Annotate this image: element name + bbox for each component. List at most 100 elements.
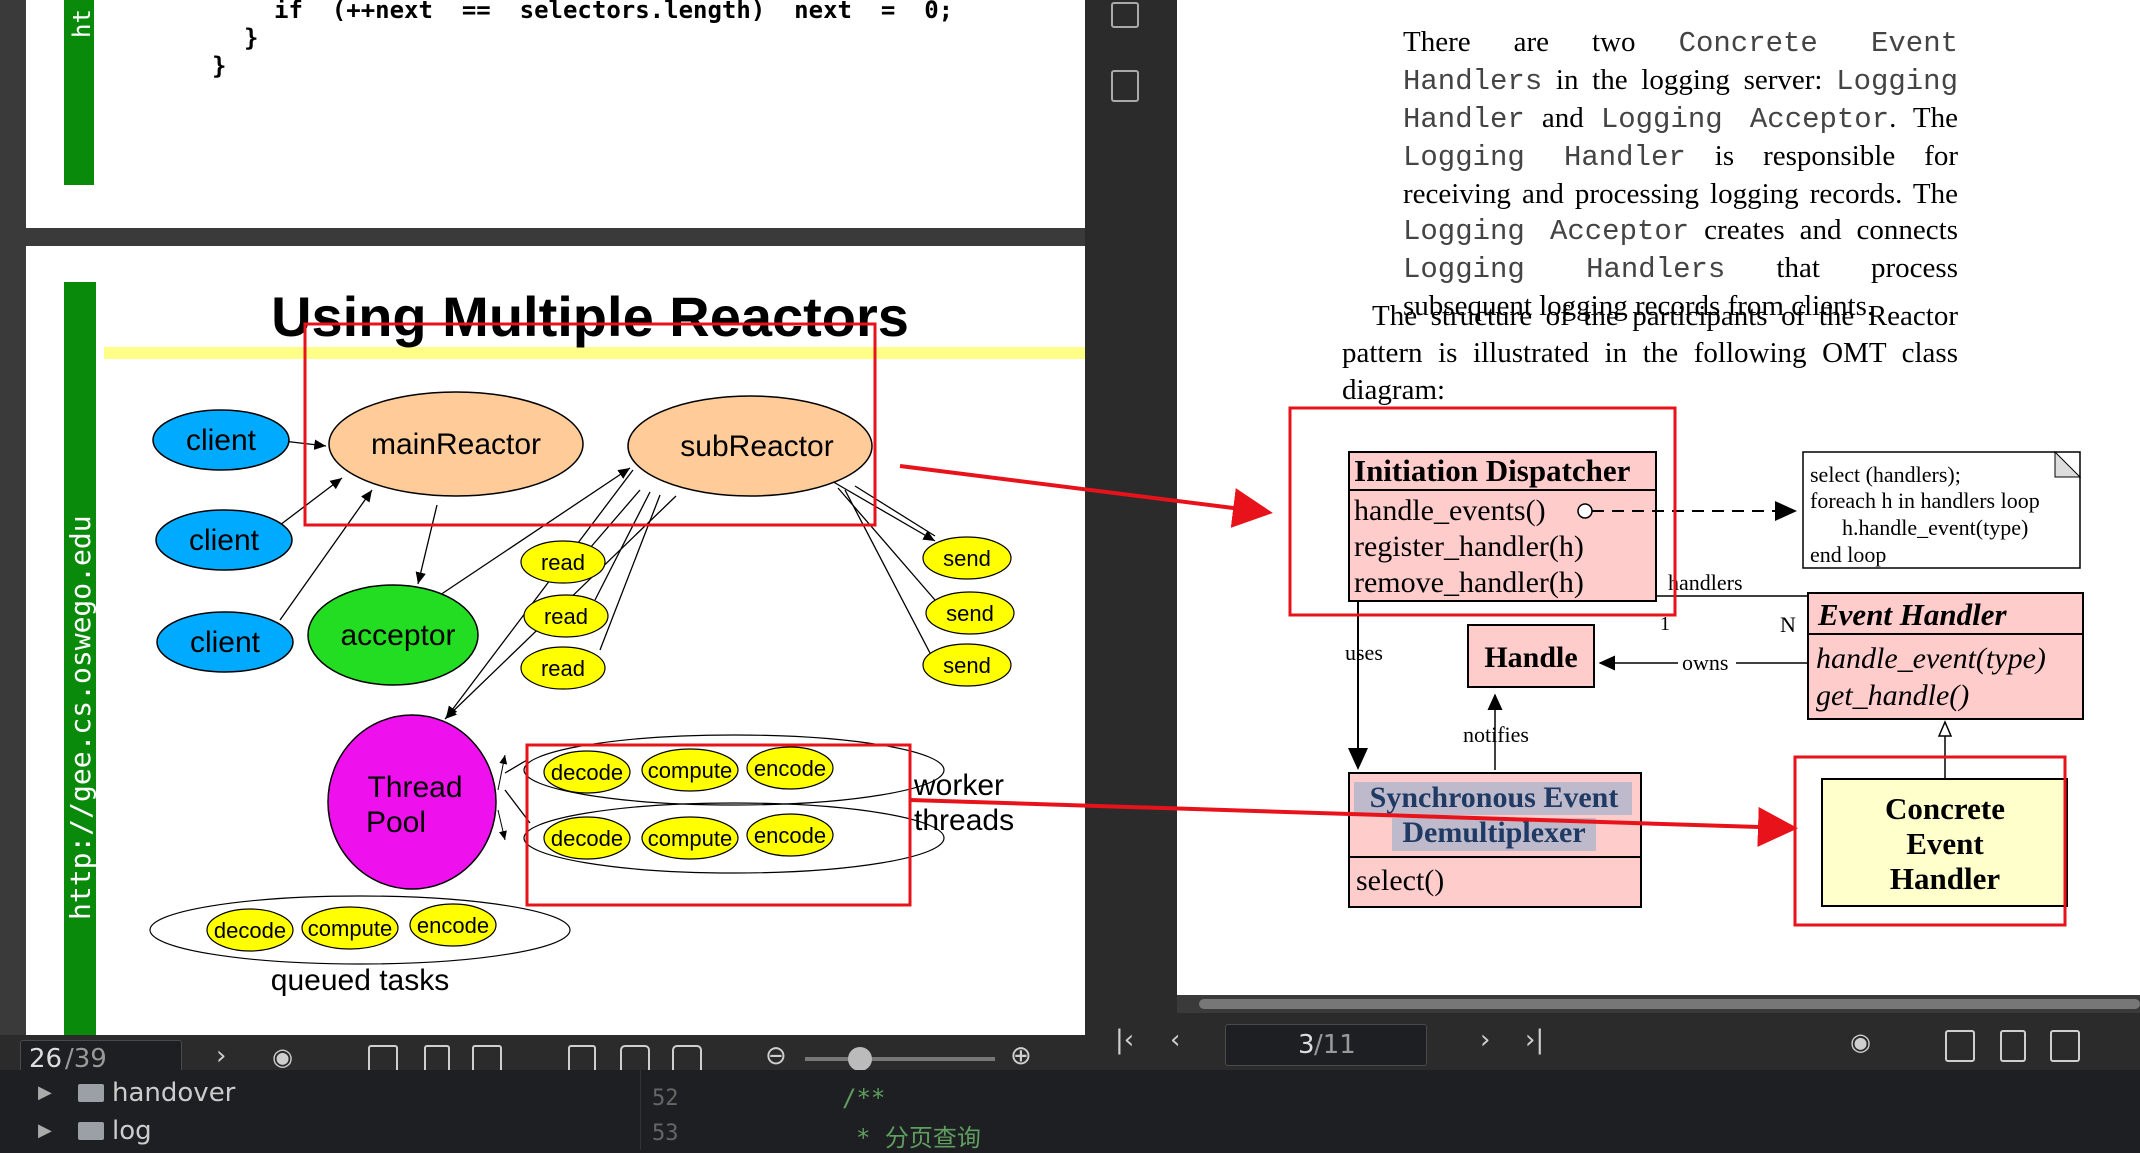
concrete-handler-title: Handler bbox=[1890, 861, 2000, 896]
page-current: 3 bbox=[1298, 1030, 1315, 1060]
note-line: foreach h in handlers loop bbox=[1810, 488, 2040, 513]
ide-panel: ▶ handover ▶ log 52 53 /** * 分页查询 bbox=[0, 1070, 2140, 1152]
zoom-in-icon[interactable]: ⊕ bbox=[1010, 1041, 1032, 1071]
eye-icon[interactable]: ◉ bbox=[1850, 1028, 1871, 1056]
annotation-box-reactors bbox=[303, 322, 877, 527]
worker-threads-label: worker bbox=[913, 769, 1004, 802]
two-page-icon[interactable] bbox=[2050, 1030, 2080, 1062]
last-page-icon[interactable]: ›| bbox=[1525, 1025, 1545, 1055]
thread-pool-label: Pool bbox=[366, 806, 426, 839]
thread-pool-label: Thread bbox=[367, 771, 462, 804]
sync-demux-title: Demultiplexer bbox=[1402, 816, 1585, 849]
zoom-slider[interactable] bbox=[805, 1057, 995, 1061]
paragraph-1: There are two Concrete Event Handlers in… bbox=[1403, 26, 1959, 322]
sync-demux-title: Synchronous Event bbox=[1370, 781, 1619, 814]
next-page-icon[interactable]: › bbox=[216, 1041, 227, 1071]
acceptor-node: acceptor bbox=[340, 619, 455, 652]
read-node: read bbox=[541, 656, 585, 681]
sub-reactor-node: subReactor bbox=[680, 430, 833, 463]
multiplicity-one: 1 bbox=[1660, 613, 1670, 635]
worker-thread-1: decode compute encode bbox=[543, 746, 834, 794]
read-node: read bbox=[544, 604, 588, 629]
owns-label: owns bbox=[1682, 650, 1728, 675]
slide-green-bar bbox=[64, 0, 94, 185]
url-vertical: http://gee.cs.oswego.edu bbox=[64, 515, 97, 920]
annotation-box-dispatcher bbox=[1288, 406, 1677, 617]
queued-tasks-label: queued tasks bbox=[271, 964, 449, 997]
tree-item-handover[interactable]: handover bbox=[112, 1078, 236, 1108]
task-compute: compute bbox=[308, 916, 392, 941]
slide-title: Using Multiple Reactors bbox=[271, 285, 909, 348]
omt-class-diagram: Initiation Dispatcher handle_events() re… bbox=[1288, 406, 2084, 927]
first-page-icon[interactable]: |‹ bbox=[1115, 1025, 1135, 1055]
expand-arrow-icon[interactable]: ▶ bbox=[38, 1120, 52, 1141]
line-number: 52 bbox=[652, 1086, 679, 1111]
continuous-scroll-icon[interactable] bbox=[1945, 1030, 1975, 1062]
right-pdf-page: There are two Concrete Event Handlers in… bbox=[1177, 0, 2140, 995]
folder-icon bbox=[78, 1084, 104, 1102]
task-compute: compute bbox=[648, 826, 732, 851]
tree-item-log[interactable]: log bbox=[112, 1116, 152, 1146]
eye-icon[interactable]: ◉ bbox=[272, 1043, 293, 1071]
uses-label: uses bbox=[1345, 640, 1383, 665]
read-node: read bbox=[541, 550, 585, 575]
method-handle-event: handle_event(type) bbox=[1816, 642, 2046, 675]
client-node: client bbox=[186, 424, 257, 457]
scrollbar-thumb[interactable] bbox=[1199, 999, 2140, 1009]
export-word-icon[interactable] bbox=[1111, 70, 1139, 102]
previous-slide-page: ht if (++next == selectors.length) next … bbox=[26, 0, 1085, 228]
task-encode: encode bbox=[417, 913, 489, 938]
main-reactor-node: mainReactor bbox=[371, 428, 541, 461]
task-encode: encode bbox=[754, 823, 826, 848]
reactor-slide-diagram: http://gee.cs.oswego.edu Using Multiple … bbox=[64, 282, 1085, 1035]
task-decode: decode bbox=[551, 826, 623, 851]
method-handle-events: handle_events() bbox=[1354, 494, 1546, 527]
right-sidebar bbox=[1097, 0, 1147, 1020]
url-vertical-top: ht bbox=[68, 9, 94, 38]
folder-icon bbox=[78, 1122, 104, 1140]
multiplicity-n: N bbox=[1780, 612, 1796, 637]
line-number: 53 bbox=[652, 1121, 679, 1146]
previous-page-icon[interactable]: ‹ bbox=[1170, 1025, 1181, 1055]
queued-tasks-group: decode compute encode bbox=[206, 903, 497, 952]
client-node: client bbox=[189, 524, 260, 557]
expand-arrow-icon[interactable]: ▶ bbox=[38, 1082, 52, 1103]
send-node: send bbox=[946, 601, 994, 626]
note-line: select (handlers); bbox=[1810, 462, 1961, 487]
task-compute: compute bbox=[648, 758, 732, 783]
method-remove-handler: remove_handler(h) bbox=[1354, 566, 1584, 599]
task-decode: decode bbox=[214, 918, 286, 943]
handlers-label: handlers bbox=[1668, 570, 1743, 595]
paragraph-2: The structure of the participants of the… bbox=[1342, 300, 1958, 406]
code-line-1: if (++next == selectors.length) next = 0… bbox=[274, 0, 954, 24]
page-total: /39 bbox=[65, 1044, 107, 1074]
worker-thread-2: decode compute encode bbox=[543, 813, 834, 860]
method-get-handle: get_handle() bbox=[1816, 679, 1969, 712]
handle-class: Handle bbox=[1484, 641, 1577, 674]
page-current: 26 bbox=[29, 1044, 63, 1074]
page-total: /11 bbox=[1314, 1030, 1356, 1060]
method-register-handler: register_handler(h) bbox=[1354, 530, 1584, 563]
code-comment-line: /** bbox=[842, 1084, 886, 1112]
concrete-handler-title: Event bbox=[1906, 826, 1984, 861]
send-node: send bbox=[943, 653, 991, 678]
horizontal-scrollbar[interactable] bbox=[1177, 995, 2140, 1013]
image-icon[interactable] bbox=[1111, 2, 1139, 28]
method-select: select() bbox=[1356, 864, 1444, 897]
event-handler-title: Event Handler bbox=[1817, 597, 2008, 632]
right-viewer-toolbar: |‹ ‹ 3 /11 › ›| ◉ bbox=[1085, 1020, 2140, 1070]
code-line-2: } bbox=[244, 24, 259, 52]
next-page-icon[interactable]: › bbox=[1480, 1025, 1491, 1055]
task-decode: decode bbox=[551, 760, 623, 785]
zoom-out-icon[interactable]: ⊖ bbox=[765, 1041, 787, 1071]
note-line: end loop bbox=[1810, 542, 1886, 567]
single-page-icon[interactable] bbox=[2000, 1030, 2026, 1062]
zoom-slider-handle[interactable] bbox=[848, 1047, 872, 1071]
note-line: h.handle_event(type) bbox=[1842, 515, 2028, 540]
worker-threads-label: threads bbox=[914, 804, 1014, 837]
client-node: client bbox=[190, 626, 261, 659]
code-comment-line: * 分页查询 bbox=[856, 1124, 981, 1152]
slide-green-bar bbox=[64, 282, 96, 1035]
initiation-dispatcher-title: Initiation Dispatcher bbox=[1354, 453, 1631, 488]
page-number-field[interactable]: 3 /11 bbox=[1225, 1024, 1427, 1066]
